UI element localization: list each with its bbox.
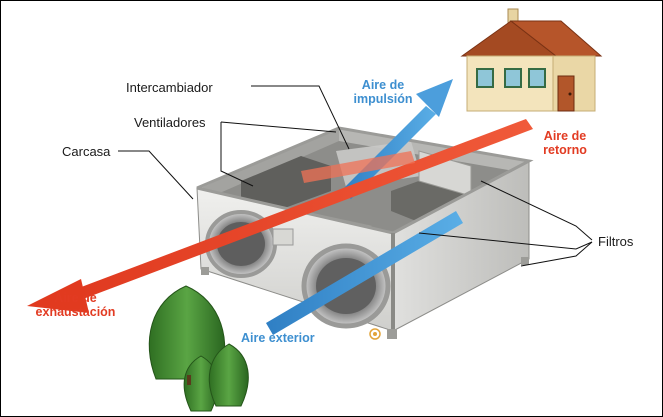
label-aire-exterior: Aire exterior (241, 331, 315, 345)
leader-lines (118, 85, 593, 267)
label-aire-impulsion-line2: impulsión (353, 92, 413, 106)
arrow-retorno-inner (301, 151, 415, 183)
label-aire-exhaustacion: Aire de exhaustación (28, 291, 123, 319)
arrow-aire-impulsion (341, 79, 453, 199)
tree-icon (148, 285, 249, 412)
label-aire-retorno-line1: Aire de (543, 129, 587, 143)
label-aire-retorno: Aire de retorno (534, 129, 596, 157)
label-aire-retorno-line2: retorno (543, 143, 587, 157)
arrow-aire-retorno (27, 119, 533, 313)
arrow-aire-exterior (266, 211, 463, 335)
house-icon (460, 8, 603, 112)
label-aire-exhaustacion-line2: exhaustación (35, 305, 116, 319)
label-aire-exhaustacion-line1: Aire de (54, 291, 97, 305)
label-filtros: Filtros (598, 234, 634, 249)
label-intercambiador: Intercambiador (126, 80, 213, 95)
brand-logo-icon (369, 328, 381, 340)
label-aire-impulsion: Aire de impulsión (348, 78, 418, 106)
label-carcasa: Carcasa (62, 144, 111, 159)
label-ventiladores: Ventiladores (134, 115, 206, 130)
label-aire-impulsion-line1: Aire de (361, 78, 405, 92)
